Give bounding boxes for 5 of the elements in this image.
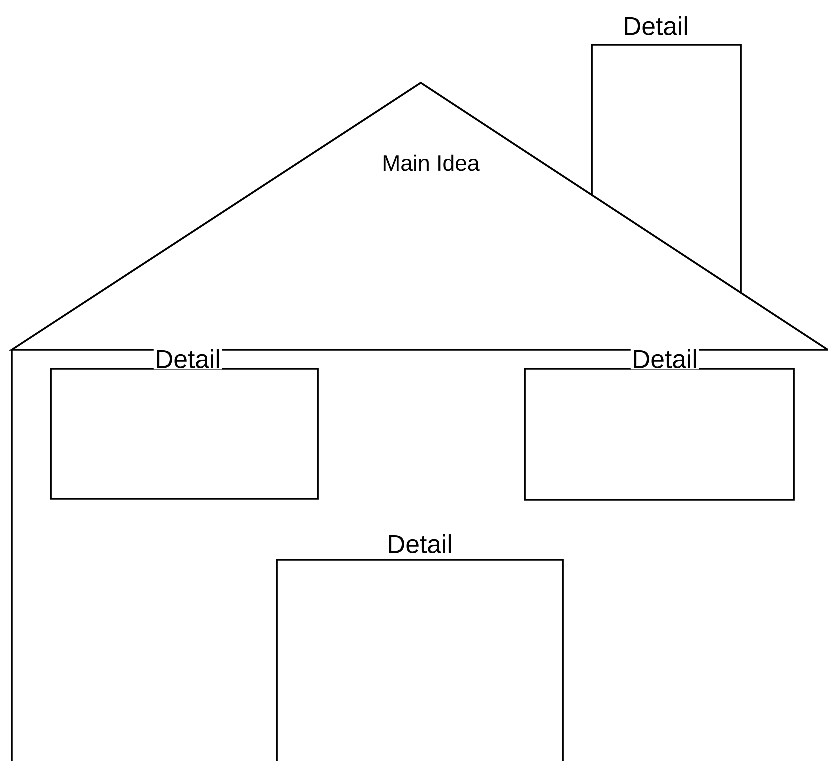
node-label: Detail	[634, 350, 696, 368]
window-box: Detail	[524, 348, 795, 501]
window-box: Detail	[50, 348, 319, 500]
door-box: Detail	[276, 533, 564, 761]
node-label: Detail	[157, 350, 220, 368]
